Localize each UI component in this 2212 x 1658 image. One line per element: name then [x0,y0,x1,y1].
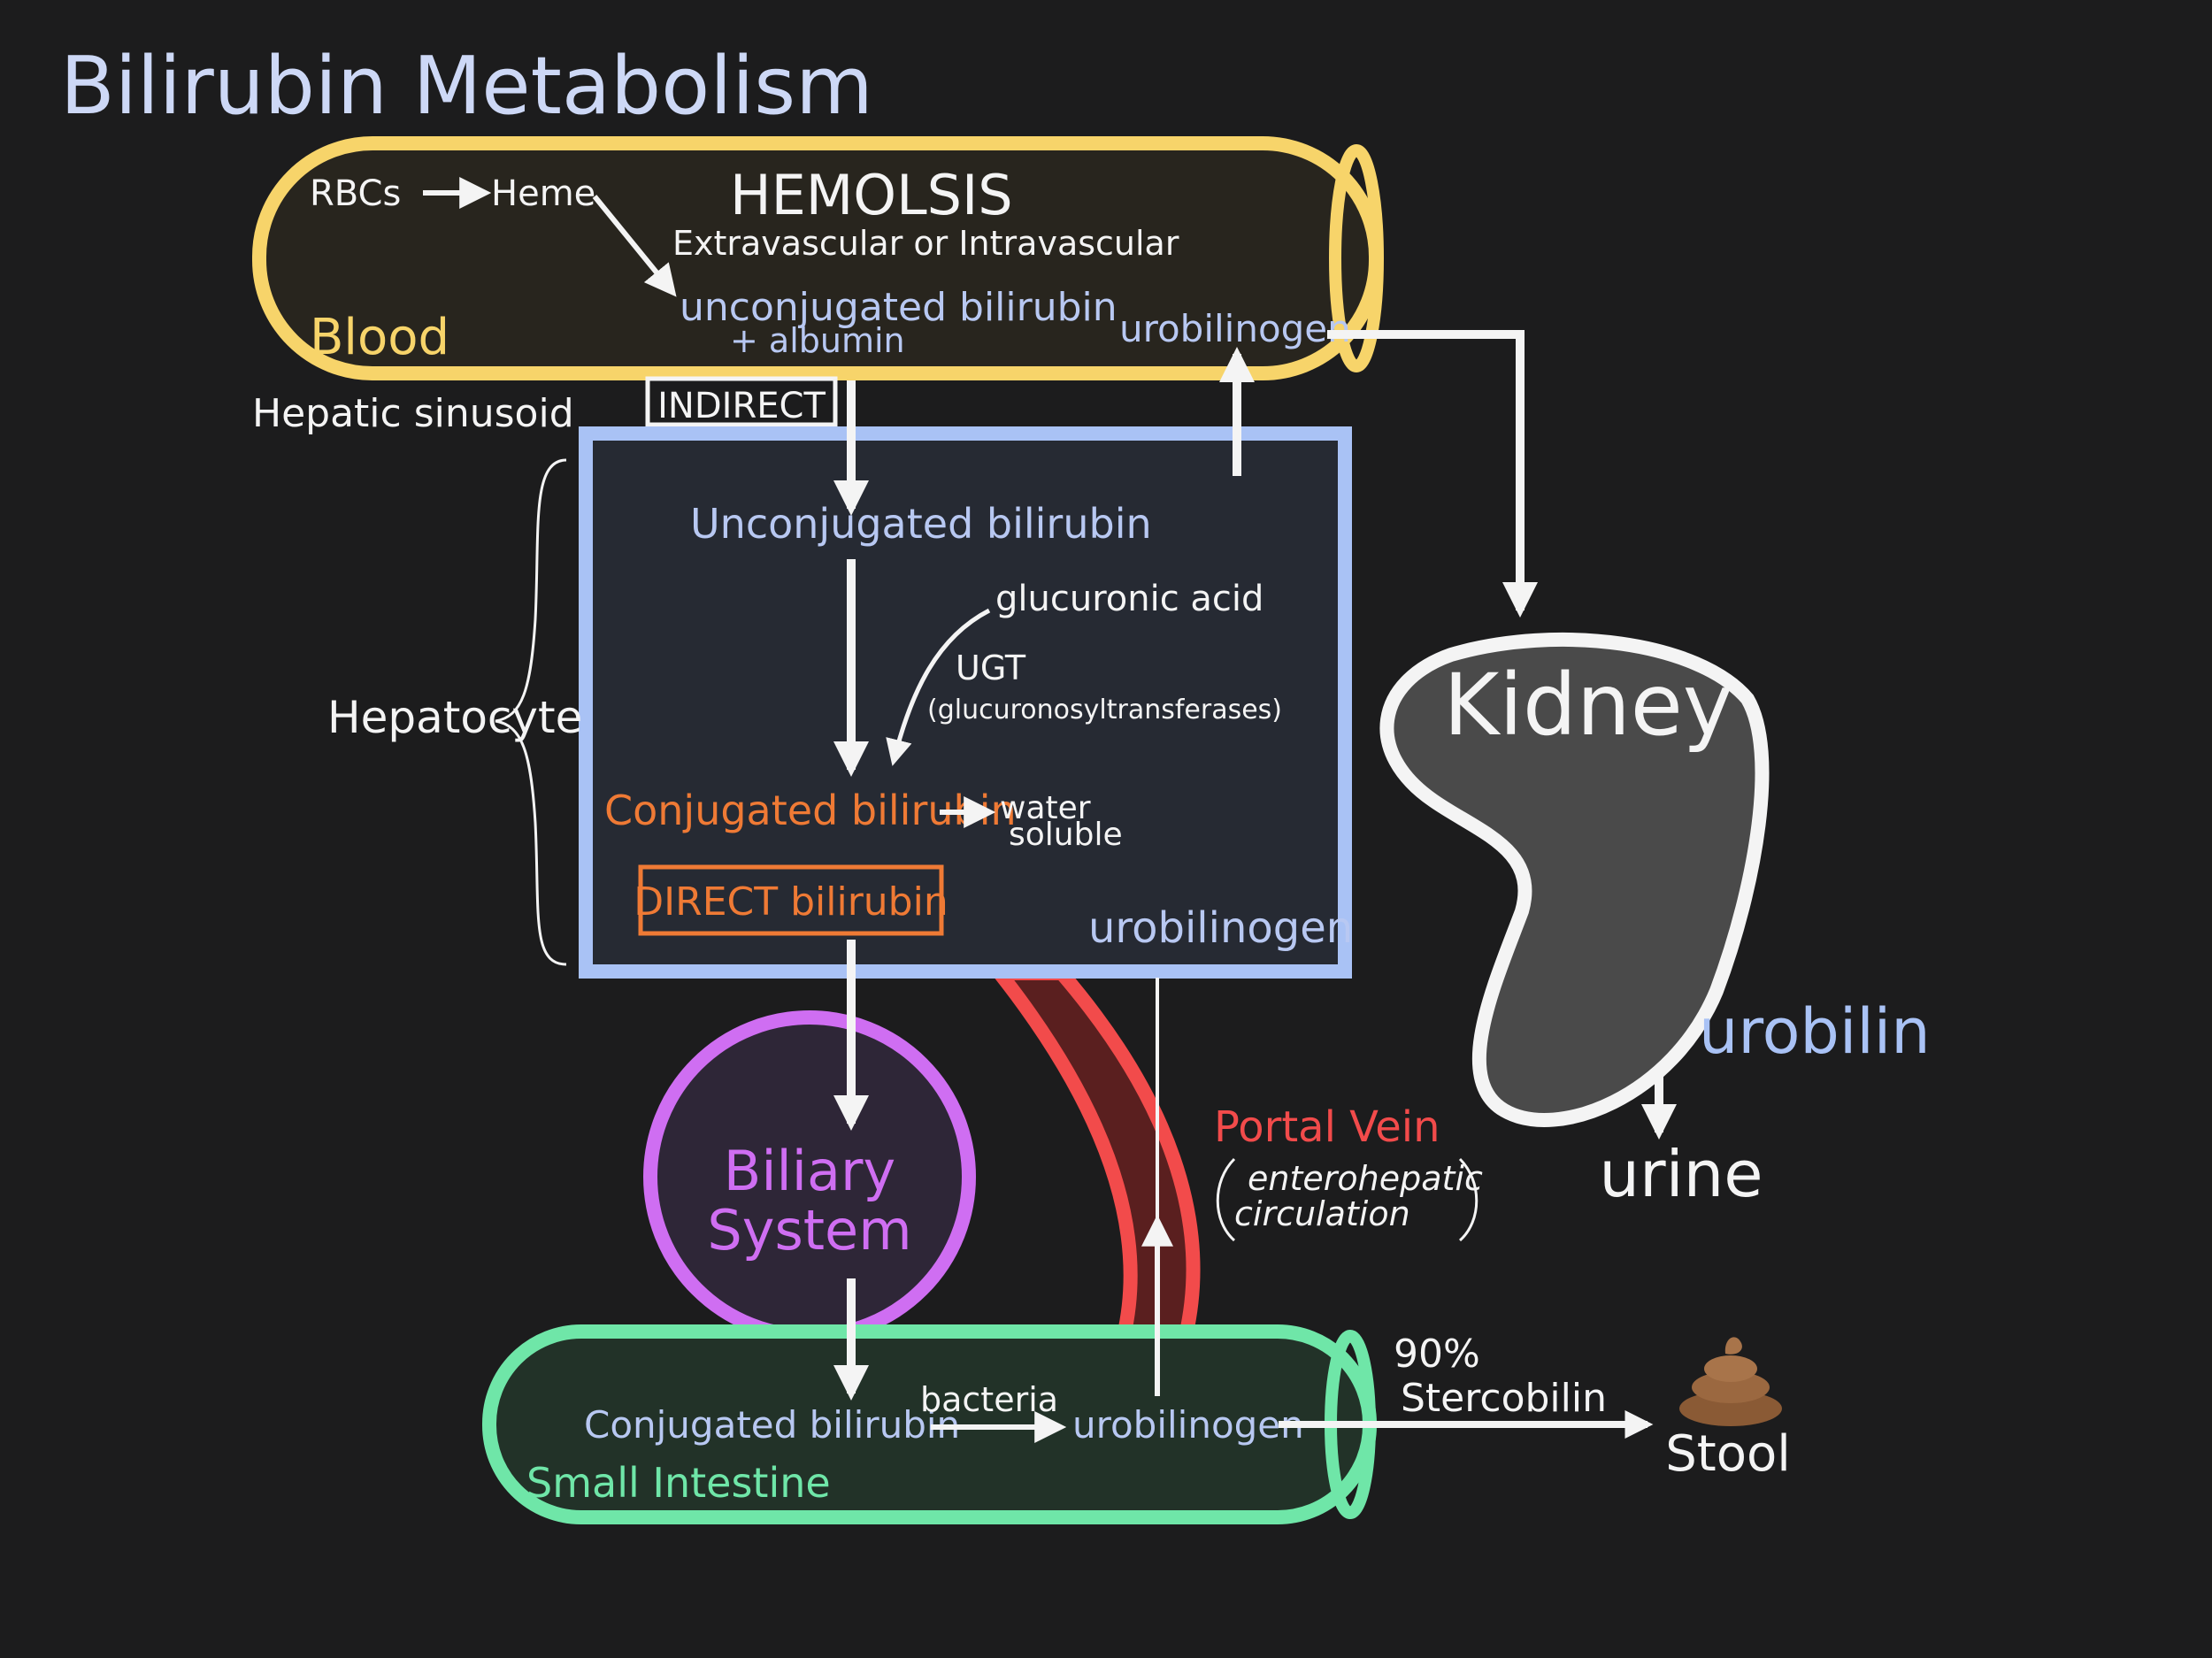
indirect-box [645,376,838,427]
intestine-conjugated-text: Conjugated bilirubin [584,1403,960,1447]
blood-vessel [252,136,1384,380]
hepatic-sinusoid-label: Hepatic sinusoid [252,391,574,436]
portal-close-paren [1458,1157,1479,1242]
biliary-line1: Biliary [724,1139,895,1203]
bacteria-text: bacteria [920,1380,1058,1419]
intestine-urobilinogen-text: urobilinogen [1072,1403,1304,1447]
hepatocyte-box [579,426,1352,979]
hemolysis-subtitle: Extravascular or Intravascular [672,224,1179,263]
water-text: water [1000,790,1091,826]
urine-text: urine [1599,1137,1763,1211]
blood-urobilinogen-text: urobilinogen [1119,307,1351,350]
biliary-line2: System [707,1198,911,1263]
intestine-label: Small Intestine [526,1459,831,1507]
albumin-text: + albumin [730,321,905,360]
unconjugated-albumin-text: unconjugated bilirubin [680,285,1118,330]
indirect-label: INDIRECT [657,386,826,426]
hepatocyte-unconjugated-text: Unconjugated bilirubin [690,500,1152,548]
soluble-text: soluble [1009,817,1123,853]
blood-label: Blood [310,309,449,366]
stercobilin-text: Stercobilin [1401,1376,1607,1421]
hepatocyte-urobilinogen-text: urobilinogen [1088,903,1353,953]
portal-sub-line1: enterohepatic [1248,1159,1483,1198]
direct-box [638,864,944,936]
heme-to-bilirubin-arrow [592,195,677,297]
kidney-shape [1379,633,1770,1127]
portal-vein-label: Portal Vein [1214,1102,1440,1152]
diagram-title: Bilirubin Metabolism [60,40,873,133]
stool-percent: 90% [1394,1332,1480,1377]
portal-open-paren [1216,1157,1236,1242]
ugt-text: UGT [956,649,1026,687]
kidney-label: Kidney [1443,656,1732,755]
direct-label: DIRECT bilirubin [634,879,948,925]
rbcs-text: RBCs [310,173,401,214]
hepatocyte-label: Hepatocyte [327,692,582,743]
hepatocyte-brace [495,458,567,966]
stool-label: Stool [1665,1425,1791,1483]
glucuronic-arrow [886,608,991,766]
glucuronic-acid-text: glucuronic acid [995,579,1263,619]
blood-to-kidney-arrow [1327,330,1538,618]
ugt-full-text: (glucuronosyltransferases) [927,695,1282,725]
portal-sub-line2: circulation [1234,1194,1410,1233]
portal-vein [985,966,1201,1343]
urobilin-text: urobilin [1699,995,1931,1068]
hemolysis-title: HEMOLSIS [730,163,1013,227]
poop-icon [1679,1337,1782,1426]
heme-text: Heme [491,173,595,214]
